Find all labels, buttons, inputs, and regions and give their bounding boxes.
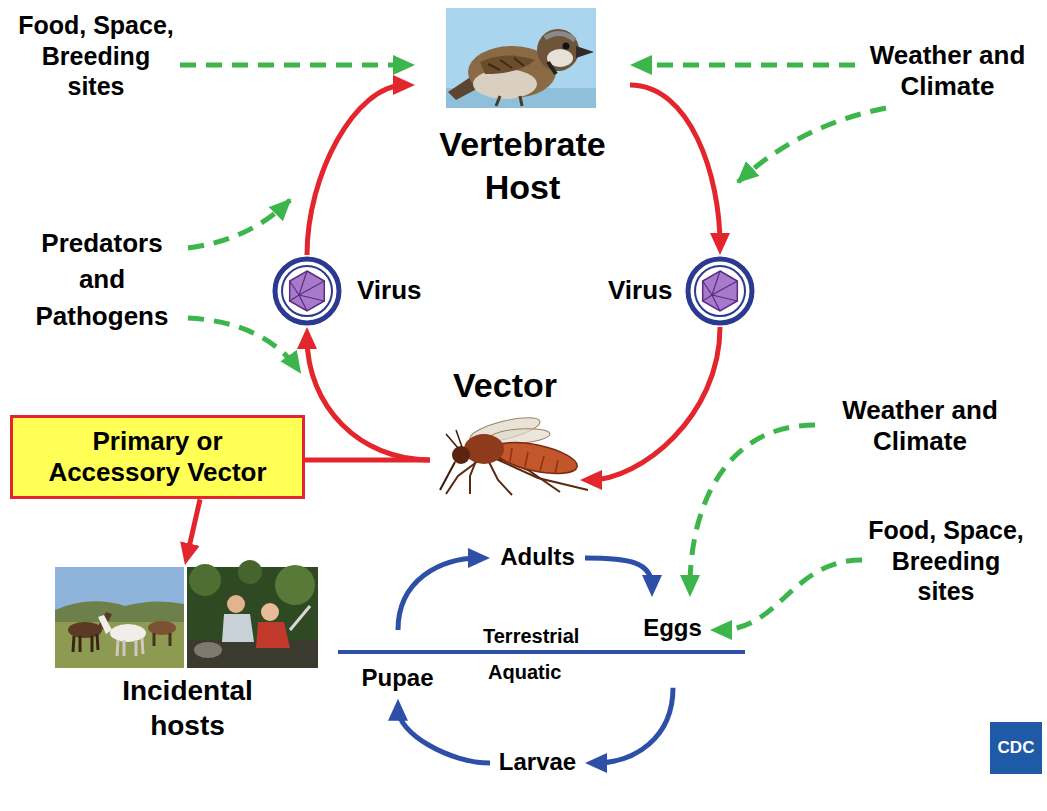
virus-node: Virus [272,255,442,327]
factor-label: Food, Space, Breeding sites [862,515,1030,607]
connector [187,499,200,555]
node-text: Predators and Pathogens [22,225,182,334]
connector [720,560,862,630]
connector [305,458,430,463]
callout-box: Primary or Accessory Vector [10,415,305,499]
stage-label: Eggs [635,597,710,688]
factor-label: Predators and Pathogens [22,225,182,334]
label-text: Aquatic [488,660,561,684]
influence-arrow [188,318,300,372]
influence-arrow [188,200,290,248]
connector [585,558,652,587]
horses-photo [55,567,184,668]
label-text: CDC [998,738,1035,758]
logo-text: CDC [990,722,1042,774]
node-text: Larvae [490,748,585,777]
label-text: Terrestrial [483,624,579,648]
connector [630,85,720,245]
stage-label: Larvae [490,748,585,777]
node-text: Weather and Climate [855,40,1040,102]
connector [398,709,490,763]
zone-label: Terrestrial [483,624,579,648]
node-text: Food, Space, Breeding sites [12,10,180,102]
people-photo [187,560,318,668]
mosquito-picture [440,413,588,495]
connector [690,425,815,587]
node-text: Vertebrate Host [415,123,630,208]
connector [595,688,673,763]
factor-label: Weather and Climate [815,395,1025,457]
connector [180,63,405,68]
node-text: Virus [357,275,422,306]
connector [307,337,430,460]
node-text: Incidental hosts [88,673,288,743]
stage-label: Pupae [355,630,440,699]
connector [640,63,855,68]
host-node: Vertebrate Host [415,5,630,208]
node-text: Eggs [635,614,710,643]
virus-icon [688,259,752,323]
node-text: Weather and Climate [815,395,1025,457]
node-text: Virus [608,275,673,306]
connector [307,85,405,255]
factor-label: Weather and Climate [855,40,1040,102]
virus-node: Virus [600,255,760,327]
node-text: Primary or Accessory Vector [31,426,284,488]
node-text: Pupae [355,664,440,693]
connector [590,327,720,480]
logo-square [990,722,1042,774]
connector [398,558,480,630]
bird-picture [446,8,596,108]
stage-label: Adults [490,543,585,572]
virus-icon [275,259,339,323]
node-text: Vector [430,365,580,406]
influence-arrow [738,108,886,182]
habitat-divider [338,650,745,654]
vector-node: Vector [430,365,580,496]
zone-label: Aquatic [488,660,561,684]
factor-label: Food, Space, Breeding sites [12,10,180,102]
node-text: Adults [490,543,585,572]
host-group: Incidental hosts [55,565,320,743]
node-text: Food, Space, Breeding sites [862,515,1030,607]
